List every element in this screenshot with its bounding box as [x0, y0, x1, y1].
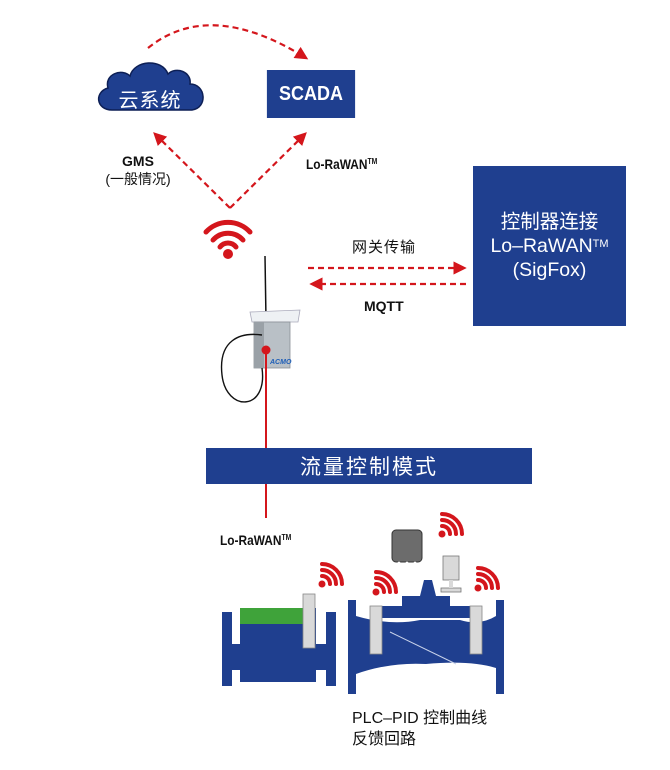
control-valve: [348, 529, 504, 694]
arrow-to-scada: [229, 132, 307, 209]
trademark: TM: [281, 533, 292, 542]
valve-caption-line2: 反馈回路: [352, 731, 417, 748]
valve-caption-line1: PLC–PID 控制曲线: [352, 710, 488, 727]
flow-control-mode-bar: 流量控制模式: [206, 448, 532, 484]
gms-title: GMS: [122, 153, 154, 169]
gateway-transmission-label: 网关传输: [352, 239, 417, 256]
mqtt-label: MQTT: [364, 298, 404, 314]
lorawan-bottom-text: Lo-RaWAN: [220, 532, 282, 548]
wifi-icon-valve-left: [374, 570, 398, 594]
wifi-icon-meter: [320, 562, 344, 586]
flow-meter: [222, 593, 336, 686]
controller-protocol: Lo–RaWANTM: [490, 234, 608, 258]
wifi-icon-valve-right: [476, 566, 500, 590]
gms-label: GMS (一般情况): [88, 152, 188, 188]
svg-text:ACMO: ACMO: [269, 359, 292, 366]
controller-box: 控制器连接 Lo–RaWANTM (SigFox): [473, 166, 626, 326]
arrow-cloud-to-scada: [147, 24, 309, 60]
wifi-icon-valve-top: [440, 512, 464, 536]
controller-alt-protocol: (SigFox): [512, 259, 587, 281]
trademark: TM: [592, 238, 609, 250]
lorawan-bottom-label: Lo-RaWANTM: [220, 532, 291, 548]
wifi-icon-gateway: [203, 219, 253, 250]
valve-caption: PLC–PID 控制曲线 反馈回路: [352, 708, 487, 750]
controller-title: 控制器连接: [500, 211, 599, 233]
trademark: TM: [367, 157, 378, 166]
cloud-shape: [98, 62, 204, 111]
scada-box: SCADA: [266, 70, 356, 118]
lorawan-top-text: Lo-RaWAN: [306, 156, 368, 172]
cloud-system-label: 云系统: [118, 90, 182, 112]
gms-subtitle: (一般情况): [105, 171, 171, 187]
lorawan-top-label: Lo-RaWANTM: [306, 156, 377, 172]
controller-protocol-text: Lo–RaWAN: [490, 235, 593, 257]
data-logger-device: ACMO: [220, 255, 301, 403]
arrow-to-cloud: [153, 132, 231, 209]
